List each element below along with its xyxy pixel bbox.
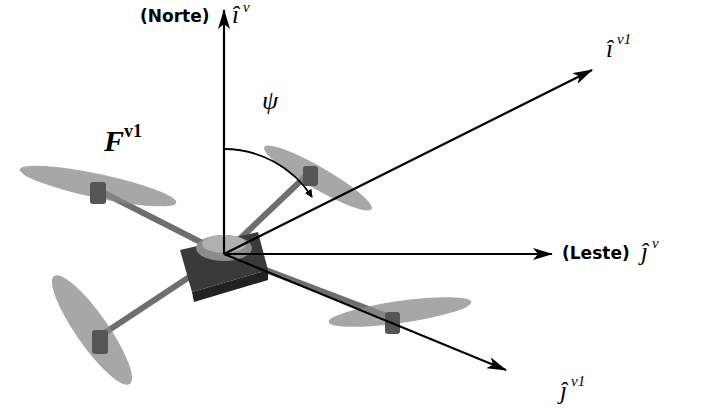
axis-symbol: ĵ [641,239,648,264]
axis-symbol: ĵ [560,378,567,403]
axis-name: (Norte) [140,8,210,25]
axis-superscript: v1 [617,32,631,47]
frame-name: F [104,126,124,156]
angle-symbol: ψ [262,88,278,114]
quadcopter [17,137,473,393]
axis-superscript: v [243,0,250,15]
axis-superscript: v1 [571,374,585,389]
axis-symbol: î [606,36,613,61]
frame-axes [224,10,592,370]
axis-symbol: î [232,2,239,27]
axis-name: (Leste) [562,245,630,262]
axis-superscript: v [652,236,659,251]
frame-superscript: v1 [124,122,142,140]
